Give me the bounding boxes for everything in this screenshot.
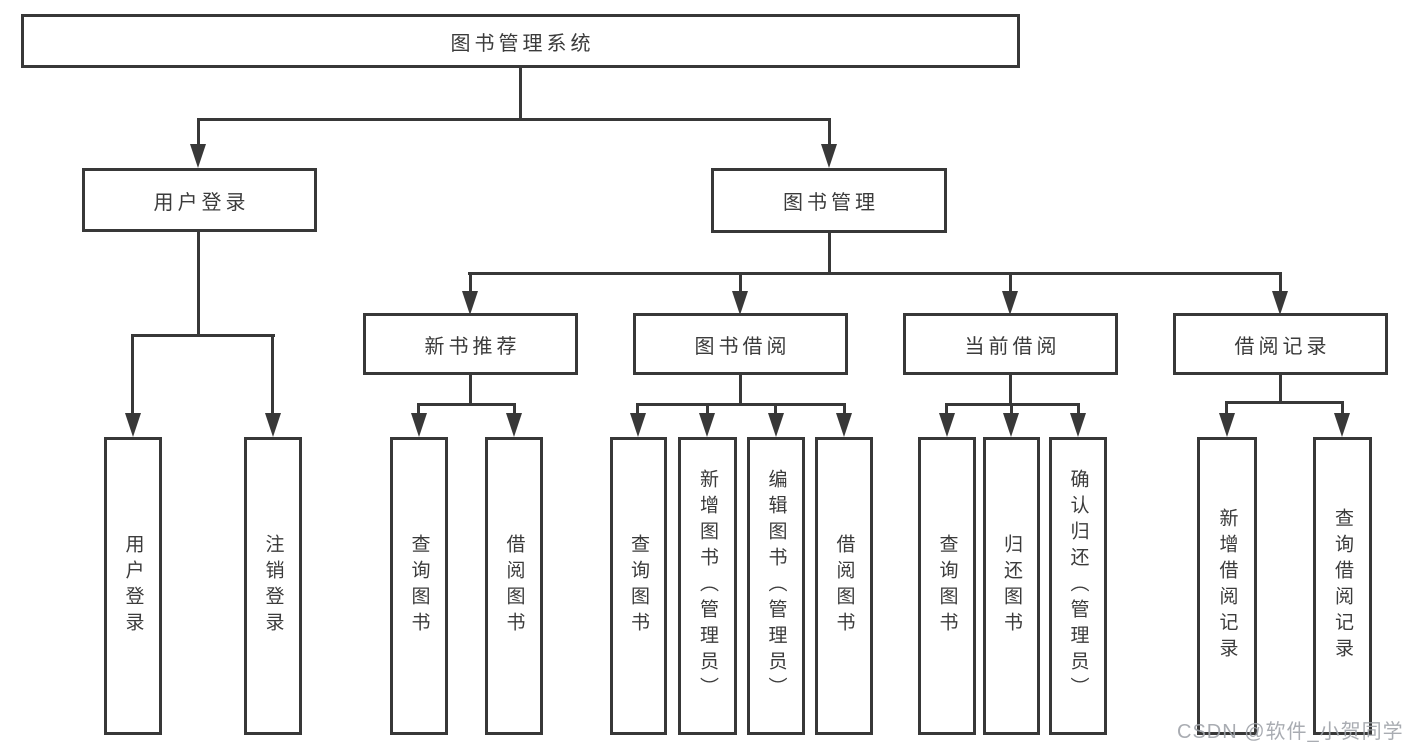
connector-line (131, 334, 134, 417)
connector-line (1010, 403, 1013, 419)
connector-line (1279, 272, 1282, 297)
leaf-label: 查询图书 (408, 534, 430, 638)
connector-line (1077, 403, 1080, 419)
leaf-bb-query-books: 查询图书 (610, 437, 667, 735)
connector-line (636, 403, 639, 419)
connector-line (513, 403, 516, 419)
node-current-borrowing: 当前借阅 (903, 313, 1118, 375)
leaf-cb-query-books: 查询图书 (918, 437, 976, 735)
connector-line (417, 403, 420, 419)
leaf-label: 编辑图书（管理员） (765, 469, 787, 703)
arrowhead-icon (125, 413, 141, 437)
leaf-label: 新增图书（管理员） (697, 469, 718, 703)
connector-line (739, 272, 742, 297)
connector-line (828, 118, 831, 150)
arrowhead-icon (732, 291, 748, 315)
leaf-rec-borrow-books: 借阅图书 (485, 437, 543, 735)
leaf-label: 确认归还（管理员） (1067, 469, 1089, 703)
connector-line (469, 272, 472, 297)
connector-line (519, 68, 522, 121)
connector-line (1009, 375, 1012, 406)
connector-line (131, 334, 275, 337)
arrowhead-icon (1334, 413, 1350, 437)
leaf-bb-edit-books-admin: 编辑图书（管理员） (747, 437, 805, 735)
connector-line (706, 403, 709, 419)
leaf-label: 新增借阅记录 (1216, 508, 1238, 664)
connector-line (271, 334, 274, 417)
arrowhead-icon (939, 413, 955, 437)
node-book-borrowing: 图书借阅 (633, 313, 848, 375)
leaf-label: 注销登录 (262, 534, 284, 638)
leaf-br-query-record: 查询借阅记录 (1313, 437, 1372, 735)
csdn-watermark: CSDN @软件_小贺同学 (1177, 721, 1404, 743)
node-borrowing-records: 借阅记录 (1173, 313, 1388, 375)
leaf-label: 归还图书 (1001, 534, 1022, 638)
leaf-user-login: 用户登录 (104, 437, 162, 735)
connector-line (468, 272, 1282, 275)
node-new-book-recommendation: 新书推荐 (363, 313, 578, 375)
connector-line (197, 232, 200, 337)
connector-line (469, 375, 472, 406)
connector-line (843, 403, 846, 419)
connector-line (417, 403, 516, 406)
arrowhead-icon (1070, 413, 1086, 437)
arrowhead-icon (1002, 291, 1018, 315)
arrowhead-icon (462, 291, 478, 315)
connector-line (739, 375, 742, 406)
connector-line (1225, 401, 1228, 419)
leaf-label: 查询图书 (936, 534, 958, 638)
connector-line (197, 118, 200, 150)
node-book-management: 图书管理 (711, 168, 947, 233)
arrowhead-icon (836, 413, 852, 437)
connector-line (636, 403, 846, 406)
arrowhead-icon (699, 413, 715, 437)
leaf-label: 借阅图书 (503, 534, 525, 638)
leaf-cb-return-books: 归还图书 (983, 437, 1040, 735)
connector-line (197, 118, 831, 121)
leaf-label: 查询借阅记录 (1332, 508, 1353, 664)
arrowhead-icon (1272, 291, 1288, 315)
arrowhead-icon (190, 144, 206, 168)
connector-line (1341, 401, 1344, 419)
leaf-br-add-record: 新增借阅记录 (1197, 437, 1257, 735)
connector-line (828, 233, 831, 275)
connector-line (1225, 401, 1344, 404)
leaf-label: 查询图书 (628, 534, 649, 638)
leaf-bb-add-books-admin: 新增图书（管理员） (678, 437, 737, 735)
leaf-rec-query-books: 查询图书 (390, 437, 448, 735)
arrowhead-icon (1219, 413, 1235, 437)
connector-line (1279, 375, 1282, 404)
node-user-login: 用户登录 (82, 168, 317, 232)
leaf-bb-borrow-books: 借阅图书 (815, 437, 873, 735)
connector-line (774, 403, 777, 419)
leaf-logout: 注销登录 (244, 437, 302, 735)
arrowhead-icon (411, 413, 427, 437)
leaf-label: 借阅图书 (833, 534, 855, 638)
arrowhead-icon (265, 413, 281, 437)
arrowhead-icon (1003, 413, 1019, 437)
connector-line (945, 403, 948, 419)
connector-line (1009, 272, 1012, 297)
leaf-cb-confirm-return-admin: 确认归还（管理员） (1049, 437, 1107, 735)
arrowhead-icon (630, 413, 646, 437)
arrowhead-icon (821, 144, 837, 168)
node-root: 图书管理系统 (21, 14, 1020, 68)
arrowhead-icon (768, 413, 784, 437)
arrowhead-icon (506, 413, 522, 437)
leaf-label: 用户登录 (122, 534, 144, 638)
